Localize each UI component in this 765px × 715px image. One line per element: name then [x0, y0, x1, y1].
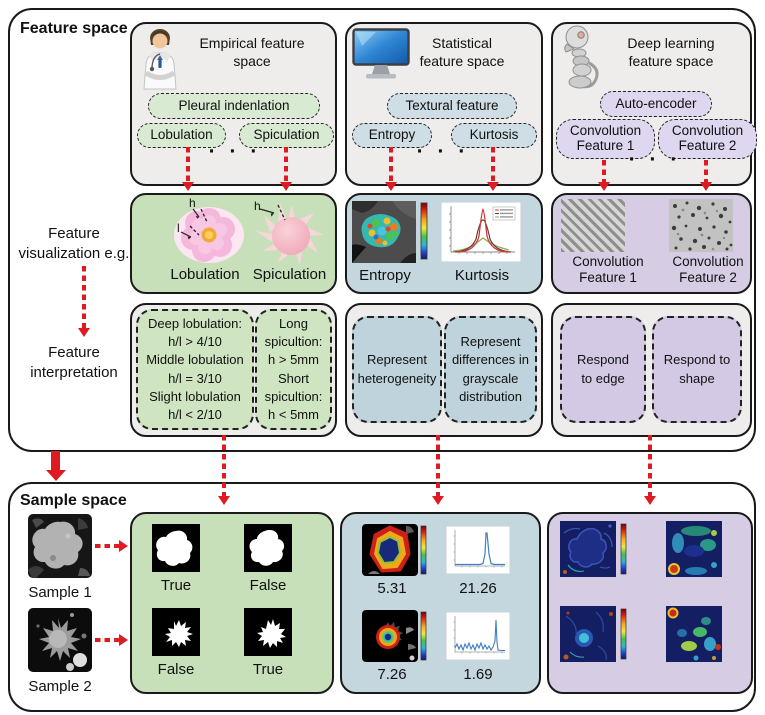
arrow-sample1-right	[95, 544, 119, 548]
doctor-icon	[143, 29, 177, 90]
sample2-edge-featuremap-image	[560, 606, 627, 662]
arrow-empirical-to-sample	[222, 435, 226, 496]
sample1-label: Sample 1	[28, 584, 92, 601]
result-sample2-true-label: True	[252, 661, 284, 678]
sample2-mask-false-image	[152, 608, 200, 656]
arrow-visualization-to-interpretation	[82, 266, 86, 328]
sample2-shape-featuremap-image	[666, 606, 722, 662]
arrow-convfeat2-down	[704, 160, 708, 182]
pill-kurtosis: Kurtosis	[451, 123, 537, 148]
viz-entropy-label: Entropy	[359, 267, 411, 284]
sample1-entropy-map-image	[362, 524, 427, 576]
interp-spiculation-box: Long spicultion: h > 5mm Short spicultio…	[255, 309, 332, 430]
pill-lobulation: Lobulation	[137, 123, 226, 148]
pill-auto-encoder: Auto-encoder	[600, 91, 712, 117]
viz-conv1-label: Convolution Feature 1	[572, 254, 644, 285]
sample1-mask-true-image	[152, 524, 200, 572]
arrow-featurespace-to-samplespace	[51, 451, 60, 470]
arrow-deep-to-sample	[648, 435, 652, 496]
sample1-mask-false-image	[244, 524, 292, 572]
sample2-entropy-map-image	[362, 610, 427, 662]
sample2-entropy-value: 7.26	[377, 666, 407, 683]
sample2-kurtosis-value: 1.69	[463, 666, 493, 683]
spiculation-ball-illustration: h	[254, 199, 324, 265]
sample1-kurtosis-value: 21.26	[459, 580, 497, 597]
interp-heterogeneity-box: Represent heterogeneity	[352, 316, 442, 423]
statistical-dots: · · ·	[416, 140, 470, 163]
pill-convolution-feature-2: Convolution Feature 2	[658, 119, 757, 159]
sample1-histogram-image	[446, 526, 510, 574]
result-sample2-false-label: False	[157, 661, 195, 678]
lobulation-flower-illustration: h l	[174, 196, 244, 263]
result-sample1-true-label: True	[160, 577, 192, 594]
robot-icon	[564, 25, 599, 89]
sample2-label: Sample 2	[28, 678, 92, 695]
conv-feature-2-texture-image	[669, 199, 733, 252]
feature-visualization-label: Feature visualization e.g.	[18, 225, 130, 262]
feature-space-title: Feature space	[20, 20, 128, 37]
sample1-ct-image	[28, 514, 92, 578]
flower-l-annotation: l	[177, 221, 180, 235]
arrow-kurtosis-down	[491, 147, 495, 182]
deep-title: Deep learning feature space	[627, 35, 715, 70]
arrow-sample2-right	[95, 638, 119, 642]
arrow-convfeat1-down	[602, 160, 606, 182]
viz-kurtosis-label: Kurtosis	[454, 267, 510, 284]
sample1-edge-featuremap-image	[560, 521, 627, 577]
sample2-histogram-image	[446, 612, 510, 660]
pill-pleural-indenlation: Pleural indenlation	[148, 93, 320, 119]
interp-shape-box: Respond to shape	[652, 316, 742, 423]
empirical-dots: · · ·	[208, 140, 262, 163]
result-sample1-false-label: False	[249, 577, 287, 594]
pill-textural-feature: Textural feature	[387, 93, 517, 119]
interp-edge-box: Respond to edge	[560, 316, 646, 423]
viz-spiculation-label: Spiculation	[252, 266, 327, 283]
pill-convolution-feature-1: Convolution Feature 1	[556, 119, 655, 159]
arrow-lobulation-down	[186, 147, 190, 182]
sample1-shape-featuremap-image	[666, 521, 722, 577]
ball-h-annotation: h	[254, 199, 261, 213]
empirical-title: Empirical feature space	[199, 35, 305, 70]
statistical-title: Statistical feature space	[419, 35, 505, 70]
deep-dots: · · ·	[628, 148, 682, 171]
conv-feature-1-texture-image	[561, 199, 625, 252]
arrow-spiculation-down	[284, 147, 288, 182]
sample2-mask-true-image	[244, 608, 292, 656]
sample2-ct-image	[28, 608, 92, 672]
viz-conv2-label: Convolution Feature 2	[672, 254, 744, 285]
entropy-map-image	[352, 201, 428, 263]
sample1-entropy-value: 5.31	[377, 580, 407, 597]
feature-interpretation-label: Feature interpretation	[30, 344, 118, 381]
kurtosis-plot-image	[441, 202, 521, 262]
interp-lobulation-box: Deep lobulation: h/l > 4/10 Middle lobul…	[136, 309, 254, 430]
arrow-entropy-down	[389, 147, 393, 182]
flower-h-annotation: h	[189, 196, 196, 210]
viz-lobulation-label: Lobulation	[170, 266, 240, 283]
arrow-statistical-to-sample	[436, 435, 440, 496]
monitor-icon	[352, 28, 410, 79]
sample-space-title: Sample space	[20, 492, 127, 509]
interp-grayscale-box: Represent differences in grayscale distr…	[444, 316, 537, 423]
